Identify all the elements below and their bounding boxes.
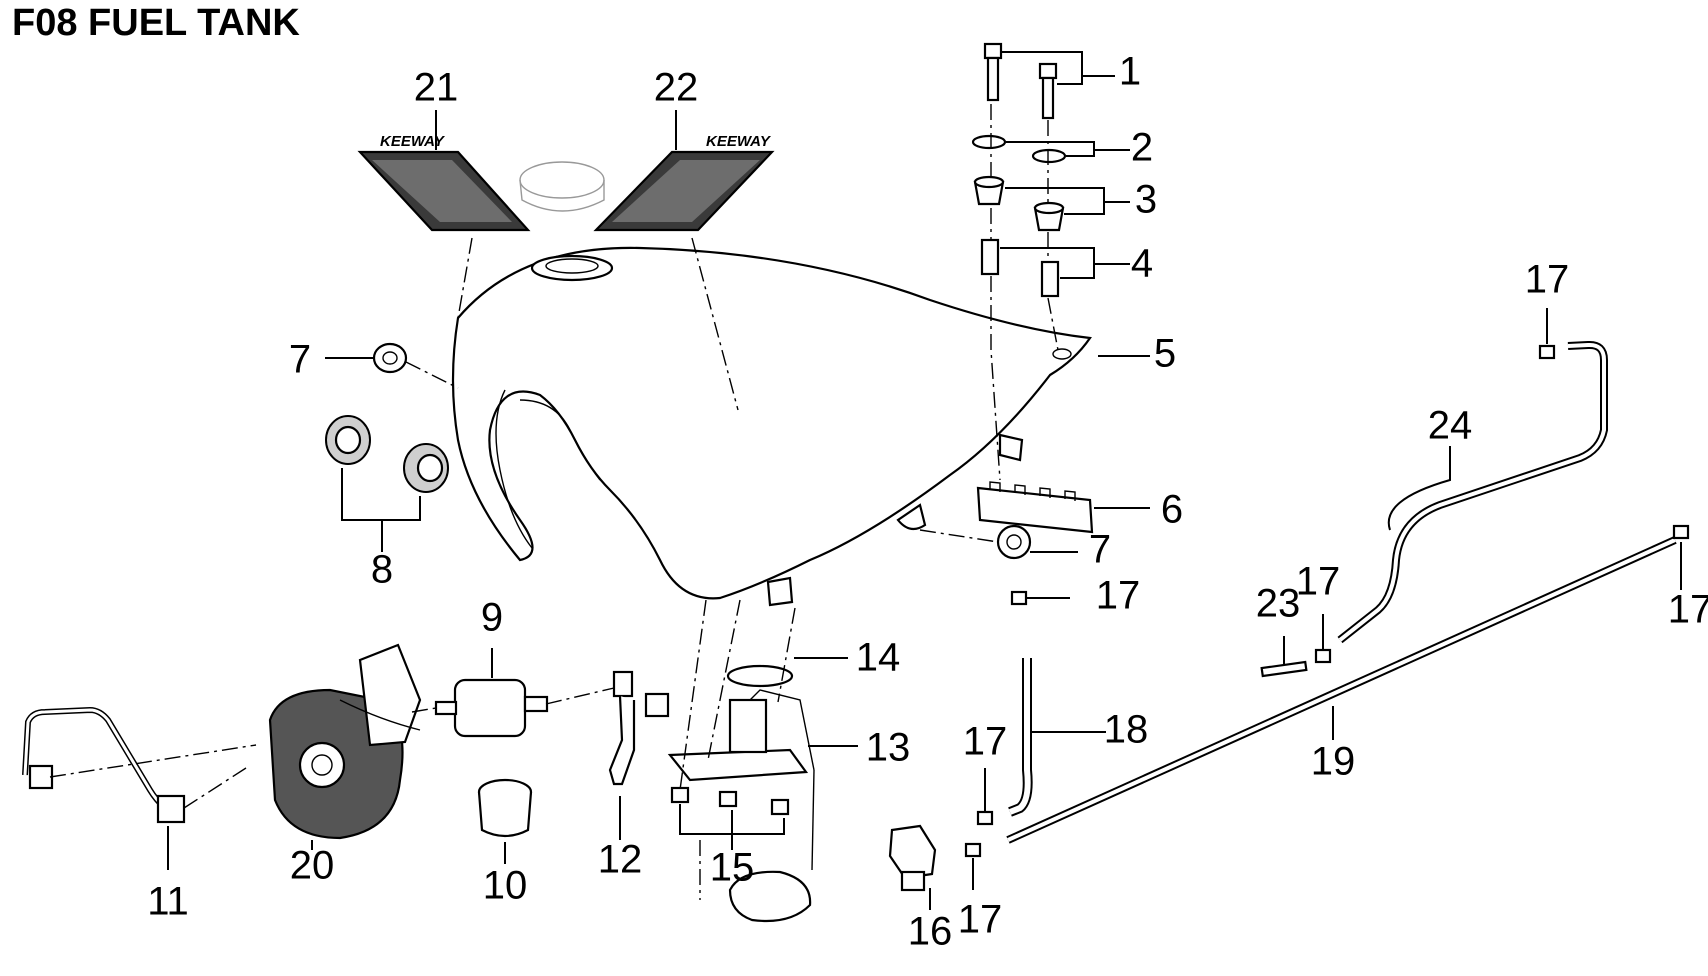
callout-17-e: 17 — [963, 720, 1008, 764]
decal-left-brand: KEEWAY — [380, 133, 446, 150]
callout-8: 8 — [371, 548, 393, 592]
bolt-pair — [983, 42, 1058, 120]
leader-8 — [341, 468, 421, 552]
collar-pair — [980, 238, 1060, 298]
callout-22: 22 — [654, 66, 699, 110]
washer-pair — [971, 134, 1067, 164]
callout-14: 14 — [856, 636, 901, 680]
leader-24 — [1387, 446, 1451, 531]
callout-21: 21 — [414, 66, 459, 110]
o-ring-gasket — [726, 664, 794, 688]
callout-1: 1 — [1119, 50, 1141, 94]
decal-left: KEEWAY — [357, 133, 531, 232]
drain-hose-19 — [1006, 536, 1677, 844]
callout-23: 23 — [1256, 582, 1301, 626]
leader-1 — [1002, 51, 1115, 85]
callout-9: 9 — [481, 596, 503, 640]
leader-2 — [1006, 141, 1130, 157]
cap-knob-pair — [325, 415, 449, 493]
callout-17-b: 17 — [1525, 258, 1570, 302]
hose-clamp-ring — [477, 778, 533, 838]
grommet-pair — [973, 175, 1065, 232]
bushing-lower — [996, 524, 1032, 560]
callout-7-lower: 7 — [1089, 528, 1111, 572]
callout-13: 13 — [866, 726, 911, 770]
rubber-mount-block — [976, 481, 1094, 534]
callout-17-c: 17 — [1668, 588, 1708, 632]
callout-12: 12 — [598, 838, 643, 882]
callout-19: 19 — [1311, 740, 1356, 784]
nut-set — [670, 786, 790, 816]
callout-11: 11 — [147, 880, 189, 924]
vent-hose-18 — [1008, 658, 1033, 817]
valve-connector — [888, 824, 937, 892]
callout-4: 4 — [1131, 242, 1153, 286]
clip-set — [964, 344, 1690, 858]
leader-15 — [679, 804, 785, 850]
callout-20: 20 — [290, 844, 335, 888]
callout-18: 18 — [1104, 708, 1149, 752]
fuel-sensor-connector — [608, 670, 670, 786]
pipe-connector-23 — [1260, 660, 1308, 678]
callout-16: 16 — [908, 910, 953, 954]
leader-4 — [1000, 247, 1130, 279]
fuel-hose-pipe — [22, 706, 186, 824]
leader-3 — [1005, 187, 1130, 215]
fuel-cap-ghost — [519, 161, 605, 212]
callout-24: 24 — [1428, 404, 1473, 448]
fuel-level-sender — [667, 689, 815, 923]
decal-right-brand: KEEWAY — [706, 133, 772, 150]
decal-right: KEEWAY — [593, 133, 775, 232]
callout-7-upper: 7 — [289, 338, 311, 382]
callout-17-f: 17 — [958, 898, 1003, 942]
callout-3: 3 — [1135, 178, 1157, 222]
callout-17-a: 17 — [1096, 574, 1141, 618]
fuel-tank — [451, 246, 1092, 607]
fuel-filter — [434, 678, 549, 738]
callout-2: 2 — [1131, 126, 1153, 170]
page-title: F08 FUEL TANK — [12, 2, 300, 44]
callout-15: 15 — [710, 846, 755, 890]
bushing-upper — [372, 342, 408, 374]
callout-5: 5 — [1154, 332, 1176, 376]
callout-6: 6 — [1161, 488, 1183, 532]
breather-hose-24 — [1337, 340, 1608, 644]
fuel-pump-assembly — [268, 643, 422, 840]
callout-10: 10 — [483, 864, 528, 908]
callout-17-d: 17 — [1296, 560, 1341, 604]
